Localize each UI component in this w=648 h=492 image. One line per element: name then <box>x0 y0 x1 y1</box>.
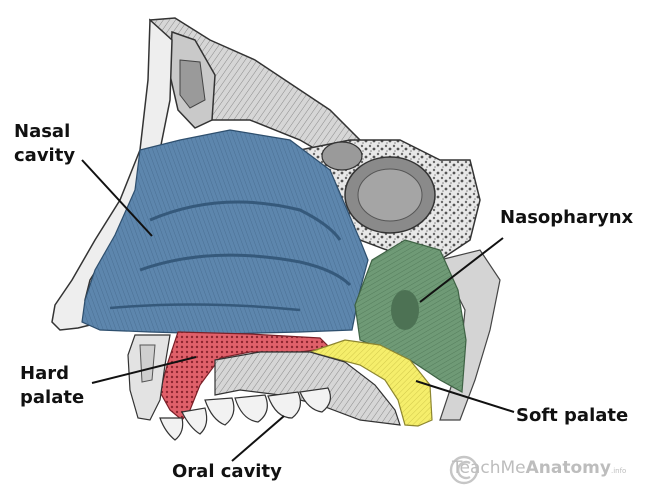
teachmeanatomy-logo-icon <box>449 455 479 485</box>
upper-teeth <box>159 387 332 441</box>
tongue <box>214 351 401 426</box>
leader-lines <box>81 159 515 462</box>
leader-nasopharynx <box>419 237 504 303</box>
label-nasal-cavity: Nasal cavity <box>14 121 76 166</box>
watermark-prefix: TeachMe <box>452 458 526 478</box>
nasal-cavity-region <box>81 129 369 335</box>
watermark-brand: Anatomy <box>525 458 611 478</box>
watermark-suffix: .info <box>610 467 627 475</box>
label-hard-palate: Hard palate <box>20 363 85 408</box>
leader-soft-palate <box>415 380 515 413</box>
soft-palate-region <box>307 339 433 427</box>
watermark: TeachMeAnatomy.info <box>452 458 626 478</box>
leader-nasal-cavity <box>81 159 153 237</box>
leader-oral-cavity <box>231 415 285 462</box>
label-nasopharynx: Nasopharynx <box>500 207 634 228</box>
hard-palate-region <box>159 331 332 421</box>
leader-hard-palate <box>91 356 197 384</box>
label-oral-cavity: Oral cavity <box>172 461 282 482</box>
label-soft-palate: Soft palate <box>516 405 629 426</box>
